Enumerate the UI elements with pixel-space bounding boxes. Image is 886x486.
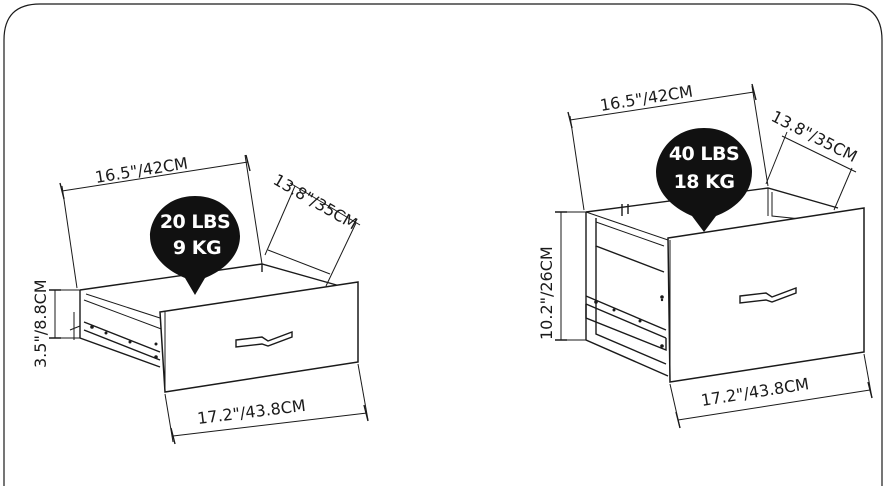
small-drawer-handle bbox=[235, 330, 293, 348]
small-front-label: 17.2"/43.8CM bbox=[196, 396, 306, 428]
large-capacity-badge: 40 LBS 18 KG bbox=[656, 128, 752, 232]
svg-text:18 KG: 18 KG bbox=[674, 171, 735, 193]
frame-border bbox=[3, 3, 883, 486]
svg-text:20 LBS: 20 LBS bbox=[160, 211, 230, 233]
large-drawer-handle bbox=[739, 286, 797, 304]
small-height-label: 3.5"/8.8CM bbox=[31, 279, 50, 368]
small-drawer: 16.5"/42CM 13.8"/35CM 3.5"/8.8CM 17.2"/4… bbox=[31, 154, 369, 445]
large-front-label: 17.2"/43.8CM bbox=[700, 374, 811, 410]
small-capacity-badge: 20 LBS 9 KG bbox=[150, 196, 240, 295]
svg-text:40 LBS: 40 LBS bbox=[669, 143, 739, 165]
svg-text:9 KG: 9 KG bbox=[173, 237, 221, 259]
large-drawer: 16.5"/42CM 13.8"/35CM 10.2"/26CM 17.2"/4… bbox=[537, 82, 873, 429]
small-depth-label: 13.8"/35CM bbox=[270, 170, 361, 233]
small-width-label: 16.5"/42CM bbox=[94, 154, 190, 187]
large-drawer-front bbox=[667, 207, 865, 383]
large-height-label: 10.2"/26CM bbox=[537, 246, 556, 340]
large-width-label: 16.5"/42CM bbox=[599, 82, 695, 115]
